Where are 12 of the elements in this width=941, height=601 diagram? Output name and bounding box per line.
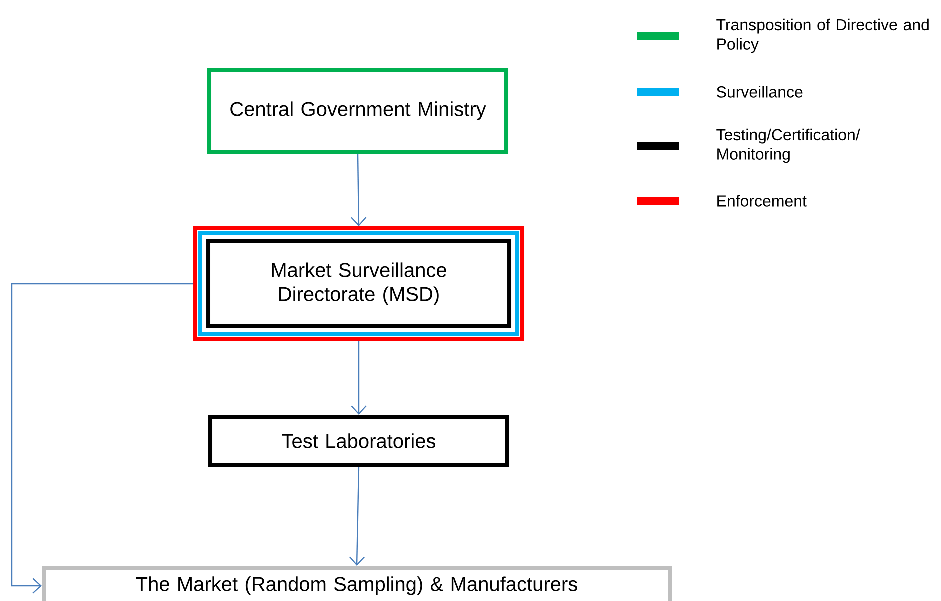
ministry-box: Central Government Ministry — [208, 68, 508, 154]
arrow — [351, 342, 367, 415]
legend-label: Transposition of Directive and Policy — [716, 18, 929, 54]
arrow — [11, 283, 194, 594]
market-box: The Market (Random Sampling) & Manufacturers — [42, 566, 672, 601]
legend-label: Enforcement — [718, 195, 807, 207]
arrow — [351, 154, 367, 226]
directorate-box: Market Surveillance Directorate (MSD) — [194, 226, 524, 342]
legend-label: Testing/Certification/ Monitoring — [716, 128, 860, 164]
arrow — [349, 467, 365, 566]
laboratory-box: Test Laboratories — [208, 415, 510, 467]
legend-label: Surveillance — [717, 86, 803, 98]
